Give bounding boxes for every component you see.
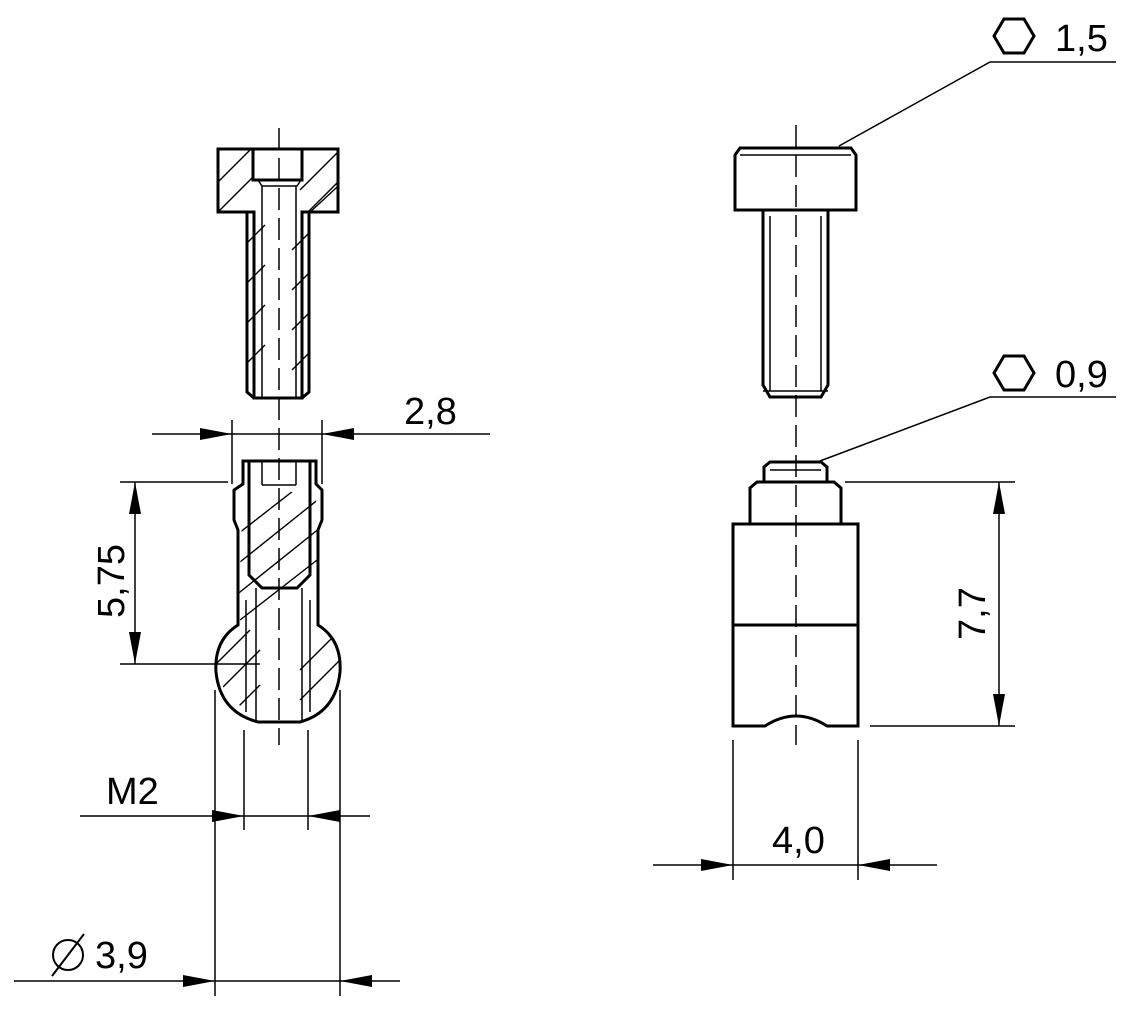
left-screw-section <box>216 147 340 400</box>
dimension-4-0-label: 4,0 <box>772 820 825 862</box>
dimension-3-9-label: 3,9 <box>95 935 148 977</box>
hex-1-5-label: 1,5 <box>1055 18 1108 60</box>
hex-0-9-label: 0,9 <box>1055 354 1108 396</box>
dimension-m2: M2 <box>80 730 370 830</box>
dimension-4-0: 4,0 <box>653 740 937 880</box>
hex-key-icon <box>992 354 1036 392</box>
dimension-5-75: 5,75 <box>91 481 260 665</box>
callout-hex-0-9: 0,9 <box>819 354 1116 462</box>
dimension-2-8: 2,8 <box>152 391 490 484</box>
dimension-m2-label: M2 <box>106 771 159 813</box>
dimension-3-9: 3,9 <box>14 690 400 996</box>
diameter-icon <box>51 933 85 977</box>
dimension-7-7-label: 7,7 <box>952 587 994 640</box>
callout-hex-1-5: 1,5 <box>838 17 1116 147</box>
left-balljoint-section <box>214 459 342 724</box>
dimension-2-8-label: 2,8 <box>404 391 457 433</box>
hex-key-icon <box>992 17 1036 55</box>
dimension-5-75-label: 5,75 <box>91 544 133 618</box>
dimension-7-7: 7,7 <box>845 481 1015 727</box>
